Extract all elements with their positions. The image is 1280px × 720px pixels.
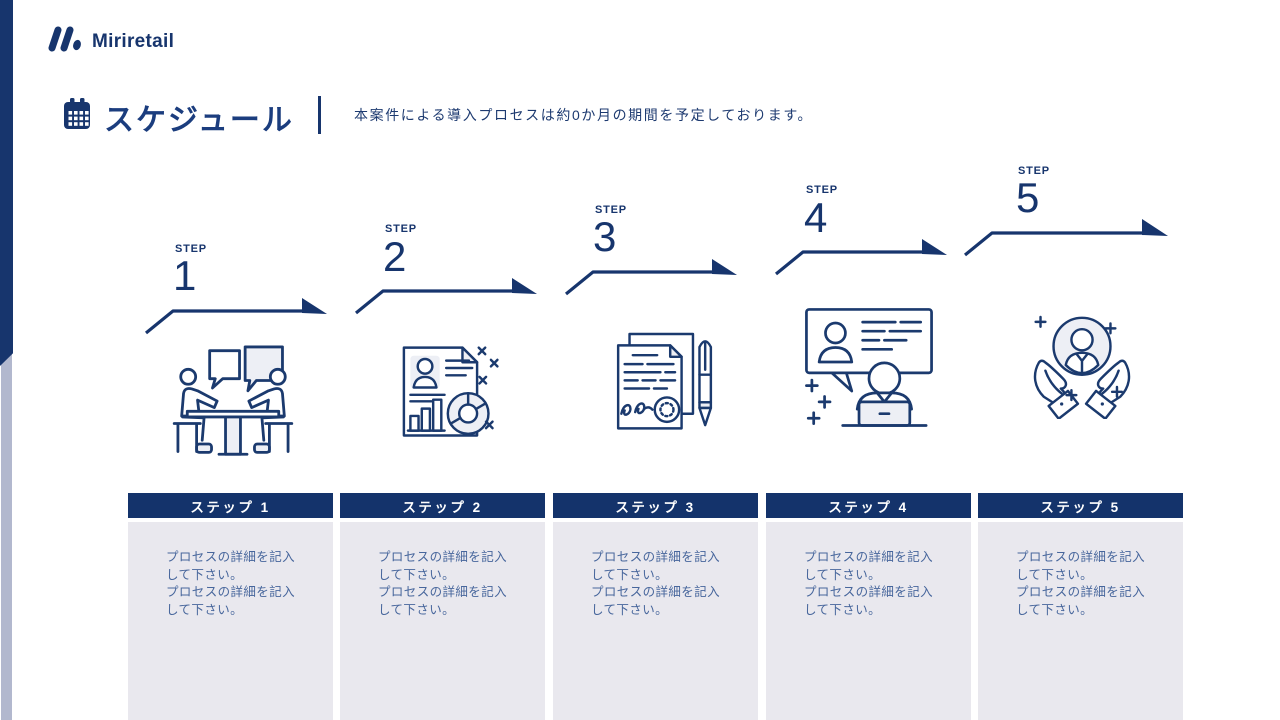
step-1-number: 1 <box>173 252 197 299</box>
step-3-box-header: ステップ 3 <box>553 493 758 518</box>
sparkle-plus-marks <box>805 378 832 426</box>
step-1-arrow <box>144 298 327 335</box>
calendar-icon <box>62 98 92 137</box>
step-2-description-line: プロセスの詳細を記入して下さい。 <box>378 550 508 582</box>
meeting-discussion-illustration <box>163 339 303 465</box>
step-5-description-line: プロセスの詳細を記入して下さい。 <box>1016 585 1146 617</box>
step-5-number: 5 <box>1016 174 1040 221</box>
step-3-eyebrow: STEP <box>595 204 627 216</box>
step-4-eyebrow: STEP <box>806 184 838 196</box>
step-2-description-line: プロセスの詳細を記入して下さい。 <box>378 585 508 617</box>
step-3-box-body: プロセスの詳細を記入して下さい。 プロセスの詳細を記入して下さい。 <box>553 522 758 720</box>
step-2-box-body: プロセスの詳細を記入して下さい。 プロセスの詳細を記入して下さい。 <box>340 522 545 720</box>
step-1-eyebrow: STEP <box>175 243 207 255</box>
step-5-description-line: プロセスの詳細を記入して下さい。 <box>1016 550 1146 582</box>
person-right <box>247 367 294 454</box>
analysis-report-illustration <box>386 337 508 451</box>
contract-signing-illustration <box>597 327 719 437</box>
left-stripe-dark <box>0 0 13 366</box>
logo: Miriretail <box>44 26 174 57</box>
online-support-illustration <box>801 303 937 431</box>
step-3-number: 3 <box>593 213 617 260</box>
step-2-number: 2 <box>383 233 407 280</box>
step-5-arrow <box>963 219 1168 257</box>
step-4-arrow <box>774 239 947 276</box>
step-3-description-line: プロセスの詳細を記入して下さい。 <box>591 550 721 582</box>
step-5-box-body: プロセスの詳細を記入して下さい。 プロセスの詳細を記入して下さい。 <box>978 522 1183 720</box>
page-subtitle: 本案件による導入プロセスは約0か月の期間を予定しております。 <box>354 107 814 123</box>
step-5-eyebrow: STEP <box>1018 165 1050 177</box>
step-2-eyebrow: STEP <box>385 223 417 235</box>
step-3-arrow <box>564 259 737 296</box>
step-1-box-header: ステップ 1 <box>128 493 333 518</box>
step-3-description-line: プロセスの詳細を記入して下さい。 <box>591 585 721 617</box>
logo-text: Miriretail <box>92 30 175 52</box>
step-1-box-body: プロセスの詳細を記入して下さい。 プロセスの詳細を記入して下さい。 <box>128 522 333 720</box>
customer-care-illustration <box>1021 311 1143 419</box>
page-title: スケジュール <box>104 104 294 137</box>
hand-right <box>1084 359 1131 419</box>
steps-staircase-arrows <box>144 219 1168 335</box>
sparkle-plus-marks <box>1034 315 1124 402</box>
step-1-description-line: プロセスの詳細を記入して下さい。 <box>166 585 296 617</box>
step-1-description-line: プロセスの詳細を記入して下さい。 <box>166 550 296 582</box>
step-5-box-header: ステップ 5 <box>978 493 1183 518</box>
step-4-description-line: プロセスの詳細を記入して下さい。 <box>804 550 934 582</box>
sparkle-x-marks <box>477 346 499 430</box>
step-2-arrow <box>354 278 537 315</box>
step-4-number: 4 <box>804 194 828 241</box>
step-4-box-header: ステップ 4 <box>766 493 971 518</box>
title-divider <box>318 96 321 134</box>
step-4-box-body: プロセスの詳細を記入して下さい。 プロセスの詳細を記入して下さい。 <box>766 522 971 720</box>
miriretail-logo-mark-icon <box>44 26 84 57</box>
left-stripe-light <box>1 348 12 720</box>
step-2-box-header: ステップ 2 <box>340 493 545 518</box>
step-4-description-line: プロセスの詳細を記入して下さい。 <box>804 585 934 617</box>
